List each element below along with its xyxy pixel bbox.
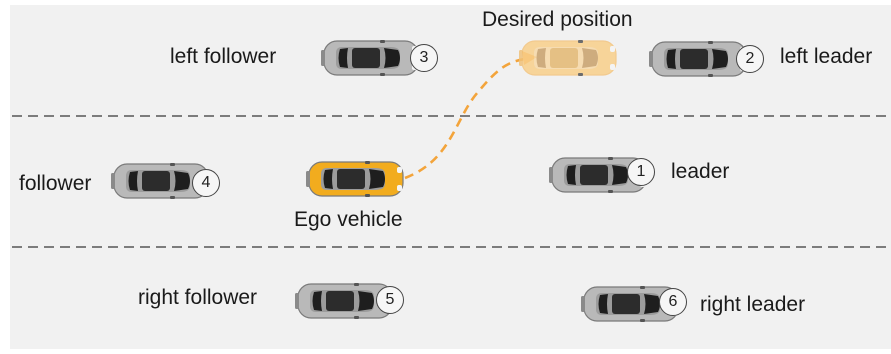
car-windshield [174,171,190,191]
car-mirror-right [578,73,583,76]
car-number-badge-3: 3 [410,44,438,72]
label-desired-position: Desired position [482,8,633,31]
car-4-follower [110,161,212,201]
car-rear-window [128,171,138,191]
label-left-follower: left follower [170,45,277,68]
car-rear-window [666,49,676,69]
car-desired-position [518,38,620,78]
car-roof [550,48,578,68]
label-leader: leader [671,160,730,183]
car-2-left-leader [648,39,750,79]
car-windshield [369,169,385,189]
car-roof [612,294,640,314]
car-rear-bumper [581,296,585,312]
car-rear-bumper [649,51,653,67]
car-windshield [612,165,628,185]
car-roof [326,291,354,311]
car-mirror-right [640,319,645,322]
car-rear-bumper [321,50,325,66]
car-rear-bumper [295,293,299,309]
car-mirror-right [354,316,359,319]
car-mirror-right [365,194,370,197]
label-left-leader: left leader [780,45,873,68]
label-right-follower: right follower [138,286,258,309]
car-roof [580,165,608,185]
car-mirror-left [354,283,359,286]
car-3-left-follower [320,38,422,78]
label-right-leader: right leader [700,293,806,316]
car-number-badge-5: 5 [376,286,404,314]
car-rear-bumper [306,171,310,187]
car-rear-window [566,165,576,185]
car-roof [680,49,708,69]
car-windshield [644,294,660,314]
car-headlight-left [397,167,402,173]
car-rear-bumper [519,50,523,66]
car-headlight-right [610,64,615,70]
car-mirror-left [608,157,613,160]
car-number-badge-1: 1 [627,158,655,186]
car-rear-bumper [549,167,553,183]
car-windshield [358,291,374,311]
car-rear-window [536,48,546,68]
car-mirror-left [578,40,583,43]
car-roof [352,48,380,68]
car-mirror-right [608,190,613,193]
label-ego-vehicle: Ego vehicle [294,208,403,231]
car-mirror-left [380,40,385,43]
car-windshield [712,49,728,69]
car-5-right-follower [294,281,396,321]
car-mirror-right [170,196,175,199]
car-6-right-leader [580,284,682,324]
label-follower: follower [19,172,92,195]
car-mirror-left [708,41,713,44]
car-number-badge-2: 2 [736,45,764,73]
car-rear-window [323,169,333,189]
car-rear-window [312,291,322,311]
car-roof [142,171,170,191]
car-windshield [384,48,400,68]
car-ego-vehicle [305,159,407,199]
car-headlight-left [610,46,615,52]
car-mirror-right [708,74,713,77]
car-mirror-left [170,163,175,166]
car-roof [337,169,365,189]
car-headlight-right [397,185,402,191]
car-number-badge-6: 6 [659,288,687,316]
car-rear-window [338,48,348,68]
car-windshield [582,48,598,68]
car-1-leader [548,155,650,195]
car-mirror-left [640,286,645,289]
car-rear-window [598,294,608,314]
car-rear-bumper [111,173,115,189]
car-mirror-left [365,161,370,164]
car-number-badge-4: 4 [192,169,220,197]
car-mirror-right [380,73,385,76]
lane-change-trajectory [404,57,526,180]
